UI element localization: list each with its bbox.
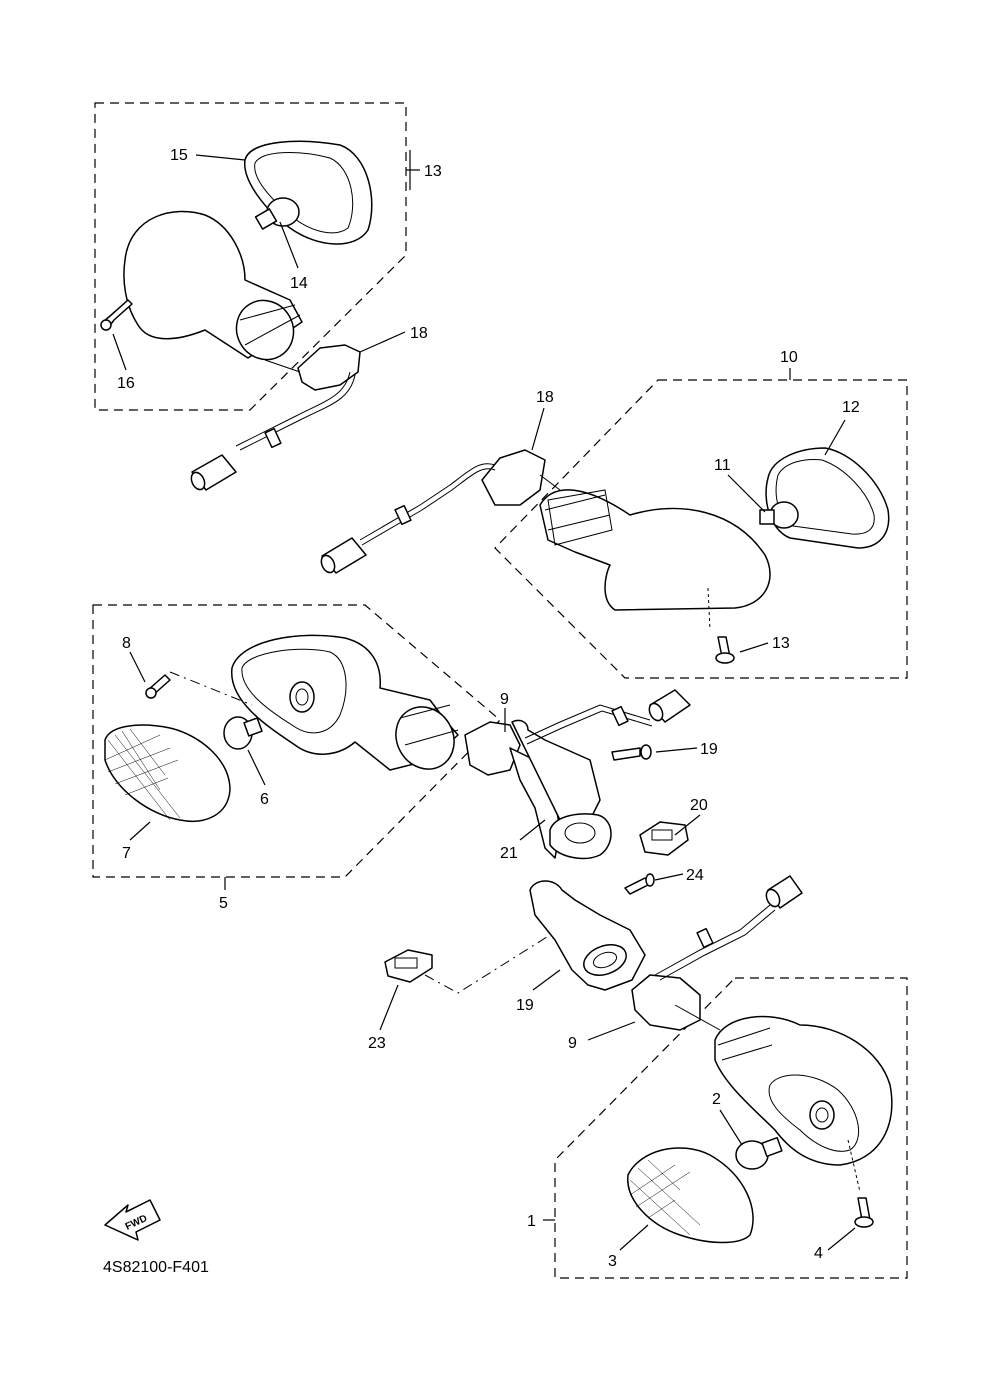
assembly-14 xyxy=(94,102,407,491)
fwd-arrow-icon xyxy=(104,1199,161,1241)
callout-18b: 18 xyxy=(536,389,554,406)
callout-16: 15 xyxy=(170,147,188,164)
callout-1: 1 xyxy=(527,1213,536,1230)
callout-3: 3 xyxy=(608,1253,617,1270)
callout-7: 7 xyxy=(122,845,131,862)
callout-15: 14 xyxy=(290,275,308,292)
callout-20: 20 xyxy=(690,797,708,814)
callout-8: 8 xyxy=(122,635,131,652)
callout-21: 19 xyxy=(700,741,718,758)
callout-12: 12 xyxy=(842,399,860,416)
callout-5: 5 xyxy=(219,895,228,912)
callout-4: 4 xyxy=(814,1245,823,1262)
callout-9b: 9 xyxy=(568,1035,577,1052)
callout-labels: 15 14 13 16 18 18 10 12 11 13 8 6 7 5 9 … xyxy=(117,147,860,1270)
bracket-stay-19 xyxy=(384,873,655,994)
callout-17: 16 xyxy=(117,375,135,392)
callout-9a: 9 xyxy=(500,691,509,708)
callout-11: 11 xyxy=(714,457,731,474)
callout-23: 23 xyxy=(368,1035,386,1052)
callout-13: 13 xyxy=(772,635,790,652)
assembly-5 xyxy=(92,604,501,878)
assembly-10 xyxy=(320,379,908,679)
leader-lines xyxy=(112,150,856,1251)
callout-10: 10 xyxy=(780,349,798,366)
callout-14: 13 xyxy=(424,163,442,180)
bracket-stay-22 xyxy=(464,689,691,860)
callout-24: 24 xyxy=(686,867,704,884)
assembly-1 xyxy=(554,875,908,1279)
callout-19: 19 xyxy=(516,997,534,1014)
drawing-code: 4S82100-F401 xyxy=(103,1259,209,1276)
callout-22: 21 xyxy=(500,845,518,862)
callout-2: 2 xyxy=(712,1091,721,1108)
callout-6: 6 xyxy=(260,791,269,808)
callout-18a: 18 xyxy=(410,325,428,342)
